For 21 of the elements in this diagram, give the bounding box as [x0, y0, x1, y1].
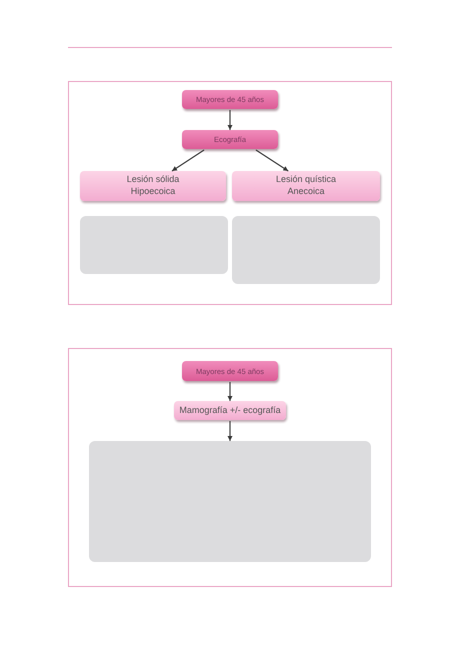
box-label: Hipoecoica	[130, 186, 176, 198]
box-label: Anecoica	[287, 186, 325, 198]
box-label: Mamografía +/- ecografía	[179, 404, 281, 416]
arrow	[228, 382, 232, 401]
process-box	[182, 90, 278, 109]
blank-box	[89, 441, 371, 562]
process-box	[182, 130, 278, 149]
box-label: Lesión quística	[276, 174, 336, 186]
process-box	[80, 171, 226, 201]
arrow	[256, 150, 289, 172]
blank-box	[232, 216, 380, 284]
panel-frame	[68, 348, 392, 587]
arrow	[228, 421, 232, 441]
arrow	[172, 150, 204, 172]
arrow	[228, 110, 232, 130]
process-box	[174, 401, 286, 420]
box-label: Lesión sólida	[126, 174, 180, 186]
panel-frame	[68, 81, 392, 305]
process-box	[182, 361, 278, 381]
process-box	[232, 171, 380, 201]
blank-box	[80, 216, 228, 274]
